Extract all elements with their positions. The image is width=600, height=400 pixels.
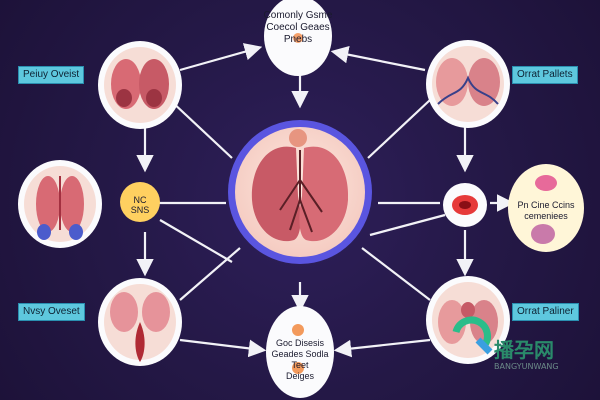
cell-node-right bbox=[508, 164, 584, 252]
bottom-node-label: Goc Disesis Geades Sodla Teet Deiges bbox=[271, 338, 329, 381]
tag-bottom-left: Nvsy Oveset bbox=[18, 303, 85, 321]
organ-node-top-left bbox=[98, 41, 182, 129]
connector-lines bbox=[136, 43, 515, 358]
tag-top-left: Peiuy Oveist bbox=[18, 66, 85, 84]
top-node-label: Comonly Gsme Coecol Geaes Pnebs bbox=[263, 10, 333, 45]
watermark-en: BANGYUNWANG bbox=[494, 362, 559, 371]
top-info-node bbox=[264, 0, 332, 76]
bottom-info-node bbox=[266, 306, 334, 398]
center-organ-node bbox=[228, 120, 372, 264]
organ-node-top-right bbox=[426, 40, 510, 128]
organ-node-bottom-left bbox=[98, 278, 182, 366]
left-small-node-label: NC SNS bbox=[130, 195, 150, 215]
tag-top-right: Orrat Pallets bbox=[512, 66, 578, 84]
tag-bottom-right: Orrat Paliner bbox=[512, 303, 579, 321]
watermark-logo-icon bbox=[452, 316, 493, 355]
small-node-right bbox=[443, 183, 487, 227]
right-node-label: Pn Cine Ccins cemeniees bbox=[517, 200, 575, 221]
watermark-cn: 播孕网 bbox=[494, 338, 554, 362]
small-node-left bbox=[120, 182, 160, 222]
organ-node-left bbox=[18, 160, 102, 248]
